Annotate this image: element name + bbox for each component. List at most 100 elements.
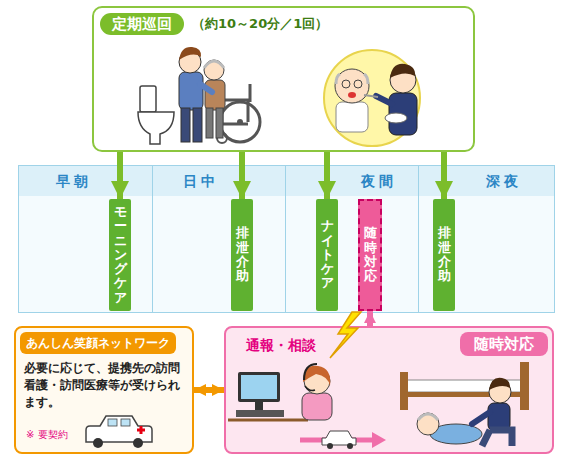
- bed-part: [404, 380, 524, 392]
- meal-scene-part: [376, 96, 392, 104]
- elder-person: [204, 60, 225, 138]
- wheelchair-part: [222, 84, 250, 124]
- time-column: 夜間ナイトケア 随時対応: [285, 165, 419, 313]
- care-label: 随時対応: [364, 226, 377, 283]
- meal-scene-part: [385, 113, 407, 123]
- bed-part: [404, 392, 524, 397]
- fallen-elder-part: [418, 414, 438, 420]
- network-box: あんしん笑顔ネットワーク必要に応じて、提携先の訪問看護・訪問医療等が受けられます…: [14, 326, 194, 454]
- care-bar: ナイトケア: [316, 199, 338, 311]
- ambulance-car-part: [93, 438, 103, 448]
- toilet: [138, 86, 174, 144]
- caregiver-part: [200, 84, 212, 92]
- caregiver-part: [489, 381, 511, 403]
- meal-scene-part: [342, 80, 350, 88]
- box-note: ※ 要契約: [26, 428, 68, 442]
- fallen-elder-part: [430, 424, 482, 444]
- caregiver-part: [181, 108, 190, 142]
- caregiver-part: [488, 403, 510, 431]
- computer-part: [255, 402, 263, 410]
- computer: [228, 372, 308, 420]
- meal-scene-part: [324, 50, 420, 146]
- toilet-part: [140, 86, 156, 112]
- time-column: 日中排泄介助: [152, 165, 286, 313]
- flow-arrow: [194, 387, 224, 393]
- meal-scene-part: [335, 69, 369, 103]
- meal-scene-part: [354, 80, 362, 88]
- bed: [400, 362, 529, 410]
- caregiver-part: [472, 412, 490, 424]
- operator-part: [304, 368, 330, 394]
- dispatch-arrow-part: [322, 431, 356, 445]
- meal-scene-part: [336, 102, 368, 132]
- ambulance-car-part: [108, 419, 117, 426]
- service-panel: 定期巡回（約10～20分／1回）: [92, 6, 475, 152]
- ambulance-car-part: [86, 416, 152, 442]
- time-column: 深夜排泄介助: [418, 165, 555, 313]
- caregiver-part: [179, 51, 201, 73]
- computer-part: [238, 372, 280, 402]
- caregiver-part: [489, 378, 510, 390]
- computer-part: [228, 419, 308, 422]
- operator-part: [305, 386, 315, 391]
- meal-scene-part: [390, 64, 415, 78]
- on-call-box: 随時対応 通報・相談: [224, 326, 554, 454]
- time-column: 早朝モーニングケア: [18, 165, 153, 313]
- caregiver-part: [179, 72, 203, 110]
- computer-part: [236, 410, 284, 417]
- computer-part: [241, 375, 277, 399]
- bed-part: [520, 362, 529, 410]
- meal-scene-part: [336, 74, 368, 84]
- caregiver: [472, 378, 512, 446]
- fallen-elder-part: [417, 413, 439, 435]
- bed-part: [400, 372, 408, 410]
- ambulance-car-part: [133, 438, 143, 448]
- operator-part: [302, 393, 332, 420]
- care-label: モーニングケア: [114, 205, 127, 305]
- meal-scene-part: [348, 92, 356, 98]
- column-header: 夜間: [344, 166, 414, 196]
- elder-person-part: [204, 61, 224, 68]
- meal-scene-part: [364, 95, 378, 97]
- call-label: 通報・相談: [246, 336, 316, 354]
- column-header: 日中: [161, 166, 241, 196]
- dispatch-arrow-part: [327, 443, 333, 449]
- elder-person-part: [216, 108, 223, 138]
- wheelchair-part: [220, 102, 260, 142]
- ambulance-car-part: [137, 426, 145, 434]
- wheelchair-part: [217, 133, 227, 143]
- care-bar: モーニングケア: [109, 199, 131, 311]
- caregiver-part: [193, 108, 202, 142]
- care-label: 排泄介助: [438, 226, 451, 283]
- caregiver-part: [482, 430, 512, 446]
- box-tab: あんしん笑顔ネットワーク: [20, 332, 176, 354]
- meal-scene-part: [390, 67, 416, 93]
- on-call-bar: 随時対応: [358, 199, 382, 311]
- caregiver-part: [179, 47, 201, 60]
- dispatch-arrow: [300, 431, 386, 449]
- operator-part: [304, 364, 317, 380]
- care-bar: 排泄介助: [433, 199, 455, 311]
- wheelchair: [217, 84, 260, 143]
- elder-person-part: [204, 60, 224, 80]
- meal-scene: [324, 50, 420, 146]
- ambulance-car-part: [121, 419, 130, 426]
- panel-tab: 定期巡回: [100, 13, 184, 35]
- elder-person-part: [206, 108, 213, 138]
- elder-person-part: [205, 80, 225, 110]
- meal-scene-part: [389, 93, 417, 135]
- care-label: 排泄介助: [236, 226, 249, 283]
- ambulance-car: [86, 416, 152, 448]
- wheelchair-part: [237, 119, 243, 125]
- care-label: ナイトケア: [321, 219, 334, 290]
- box-body: 必要に応じて、提携先の訪問看護・訪問医療等が受けられます。: [24, 360, 184, 411]
- fallen-elder: [417, 413, 482, 444]
- dispatch-arrow-part: [300, 438, 372, 443]
- caregiver: [179, 47, 212, 142]
- box-tab: 随時対応: [460, 332, 548, 356]
- flow-arrow: [367, 311, 373, 326]
- column-header: 深夜: [459, 166, 549, 196]
- dispatch-arrow-part: [372, 432, 386, 448]
- dispatch-arrow-part: [347, 443, 353, 449]
